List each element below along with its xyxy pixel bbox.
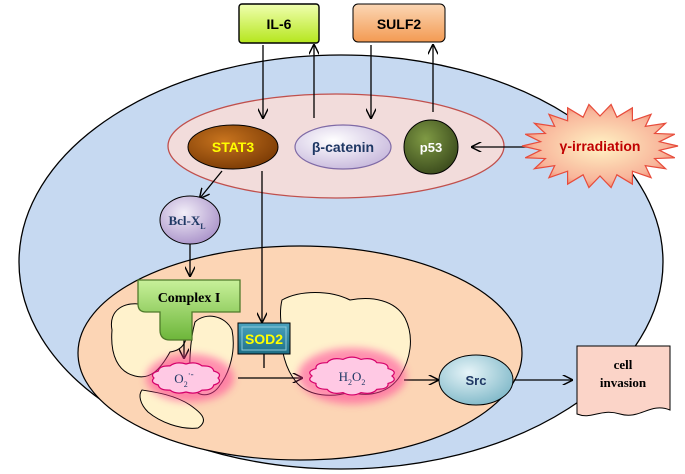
beta-catenin-node: β-catenin	[294, 124, 392, 170]
il6-label: IL-6	[267, 16, 292, 32]
superoxide-node: O2·-	[146, 354, 234, 402]
sod2-node: SOD2	[237, 322, 291, 355]
h2o2-subscript-2: 2	[361, 378, 365, 387]
superoxide-superscript: ·-	[188, 369, 194, 379]
bcl-xl-node: Bcl-XL	[159, 195, 221, 245]
sod2-label: SOD2	[245, 331, 283, 347]
src-label: Src	[466, 373, 487, 388]
svg-text:O2·-: O2·-	[174, 369, 193, 389]
bcl-xl-label: Bcl-X	[168, 213, 200, 228]
h2o2-subscript-1: 2	[348, 378, 352, 387]
gamma-irradiation-node: γ-irradiation	[521, 103, 679, 189]
stat3-node: STAT3	[187, 124, 279, 170]
svg-text:H2O2: H2O2	[339, 369, 366, 387]
p53-label: p53	[420, 140, 442, 155]
beta-catenin-label: β-catenin	[312, 139, 374, 155]
h2o2-node: H2O2	[298, 348, 406, 404]
p53-node: p53	[403, 119, 459, 175]
gamma-irradiation-label: γ-irradiation	[560, 138, 641, 154]
sulf2-label: SULF2	[377, 16, 422, 32]
superoxide-label: O	[174, 371, 183, 386]
cell-invasion-line1: cell	[614, 357, 633, 372]
sulf2-node: SULF2	[352, 3, 446, 43]
src-node: Src	[438, 354, 514, 406]
il6-node: IL-6	[238, 3, 320, 44]
stat3-label: STAT3	[212, 139, 254, 155]
h2o2-label-o: O	[352, 369, 361, 384]
complex-i-label: Complex I	[158, 291, 221, 306]
cell-invasion-line2: invasion	[600, 375, 647, 390]
cell-invasion-node: cell invasion	[576, 345, 671, 417]
superoxide-subscript: 2	[184, 380, 188, 389]
connectors	[184, 45, 572, 380]
bcl-xl-subscript: L	[200, 222, 205, 231]
h2o2-label-h: H	[339, 369, 348, 384]
complex-i-node: Complex I	[137, 279, 241, 341]
svg-text:Bcl-XL: Bcl-XL	[168, 213, 205, 231]
